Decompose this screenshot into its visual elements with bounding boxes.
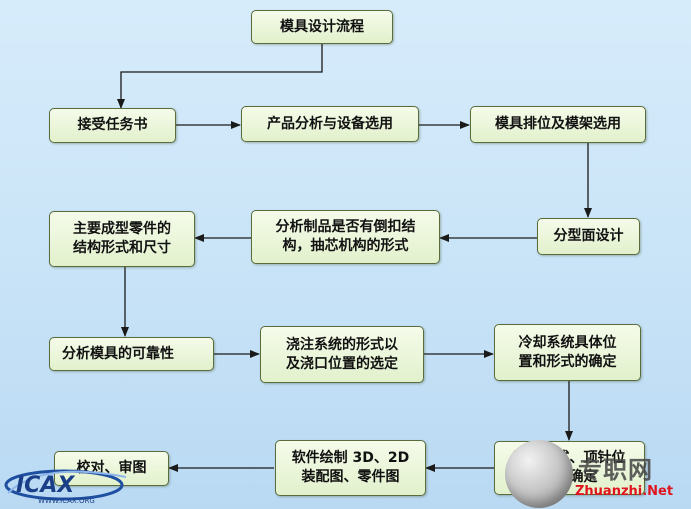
watermark-cn: 专职网 bbox=[578, 455, 653, 484]
logo-wordmark: ICAX bbox=[16, 473, 75, 498]
node-software-drawing: 软件绘制 3D、2D 装配图、零件图 bbox=[275, 440, 426, 496]
icax-logo: ICAX WWW.ICAX.ORG bbox=[4, 469, 127, 505]
node-product-analysis: 产品分析与设备选用 bbox=[241, 106, 419, 142]
logo-swoosh-icon bbox=[7, 470, 127, 494]
watermark-ball-icon bbox=[505, 440, 573, 508]
node-undercut-analysis: 分析制品是否有倒扣结 构，抽芯机构的形式 bbox=[251, 210, 440, 264]
node-main-parts-structure: 主要成型零件的 结构形式和尺寸 bbox=[49, 211, 195, 267]
node-cooling-system: 冷却系统具体位 置和形式的确定 bbox=[494, 324, 641, 381]
logo-orbit-icon bbox=[4, 469, 124, 501]
edge-design-to-task bbox=[117, 44, 323, 109]
node-mold-design-process: 模具设计流程 bbox=[251, 10, 393, 44]
node-receive-task: 接受任务书 bbox=[49, 108, 176, 143]
logo-url: WWW.ICAX.ORG bbox=[38, 497, 95, 505]
node-mold-layout: 模具排位及模架选用 bbox=[470, 106, 646, 143]
node-reliability-analysis: 分析模具的可靠性 bbox=[49, 337, 214, 371]
watermark-en: Zhuanzhi.Net bbox=[575, 484, 674, 499]
node-gating-system: 浇注系统的形式以 及浇口位置的选定 bbox=[260, 326, 424, 383]
node-parting-surface: 分型面设计 bbox=[537, 218, 640, 255]
node-review-drawing: 校对、审图 bbox=[54, 451, 169, 486]
